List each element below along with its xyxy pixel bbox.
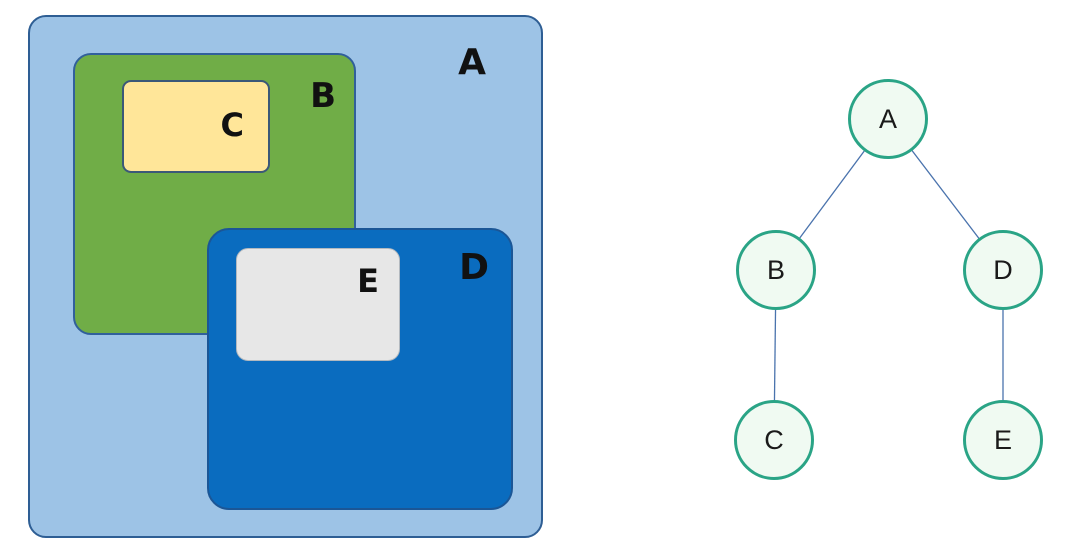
tree-node-b-label: B [766, 254, 785, 285]
tree-node-c-label: C [764, 424, 784, 455]
tree-node-a: A [848, 79, 928, 159]
tree-node-b: B [736, 230, 816, 310]
tree-node-c: C [734, 400, 814, 480]
box-e-label: E [357, 262, 379, 300]
tree-node-e-label: E [993, 424, 1012, 455]
box-d-label: D [459, 247, 489, 288]
tree-node-d-label: D [993, 254, 1013, 285]
box-e: E [236, 248, 400, 361]
box-c-label: C [220, 106, 244, 144]
box-a-label: A [458, 42, 486, 83]
box-b-label: B [310, 76, 336, 116]
box-c: C [122, 80, 270, 173]
tree-node-a-label: A [878, 103, 897, 134]
tree-node-e: E [963, 400, 1043, 480]
tree-node-d: D [963, 230, 1043, 310]
